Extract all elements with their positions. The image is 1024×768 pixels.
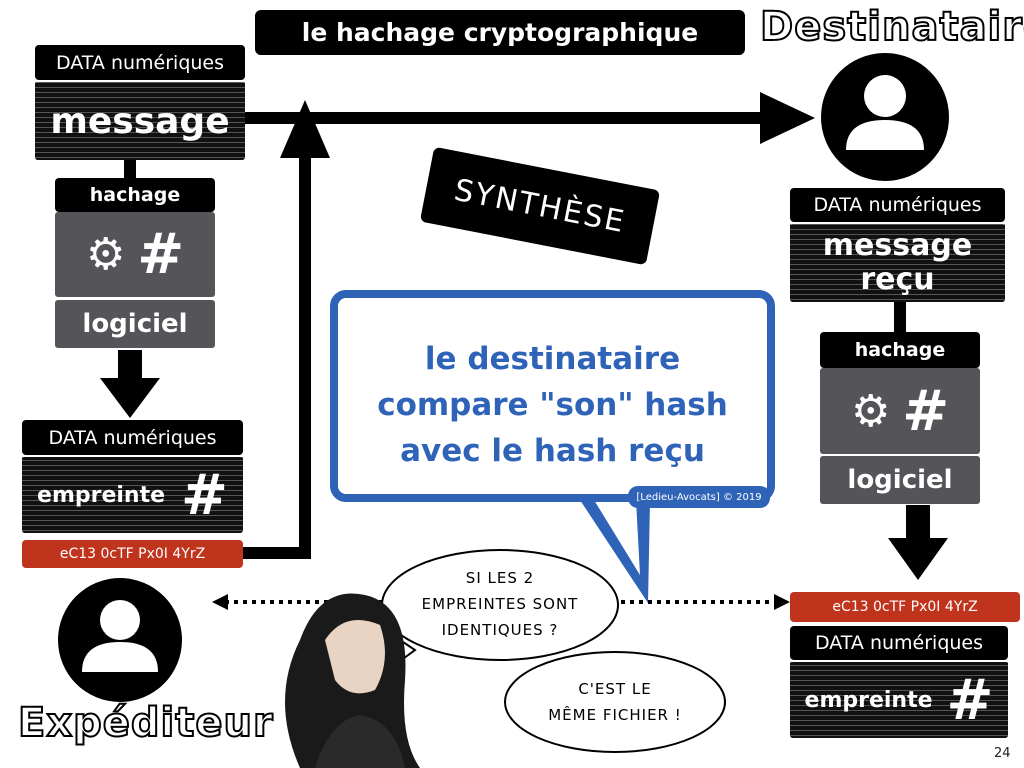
sender-software-label: logiciel: [55, 300, 215, 348]
speech-2-line: C'EST LE: [578, 680, 652, 698]
gears-icon: ⚙: [85, 229, 126, 280]
recipient-fingerprint-block: empreinte #: [790, 660, 1008, 738]
speech-2-line: MÊME FICHIER !: [548, 706, 682, 724]
recipient-hash-value: eC13 0cTF Px0I 4YrZ: [790, 592, 1020, 622]
page-title: le hachage cryptographique: [255, 10, 745, 55]
sender-data-header: DATA numériques: [35, 45, 245, 80]
recipient-data-header-2: DATA numériques: [790, 626, 1008, 660]
recipient-label: Destinataire: [759, 3, 1024, 51]
speech-bubble-2: C'EST LE MÊME FICHIER !: [515, 676, 715, 728]
down-arrow-left: [100, 378, 160, 418]
sender-message-block: message: [35, 80, 245, 160]
hash-icon: #: [181, 462, 228, 528]
speech-1-line: IDENTIQUES ?: [441, 621, 559, 639]
page-number: 24: [994, 746, 1011, 761]
message-label: message: [822, 228, 973, 263]
recipient-data-header: DATA numériques: [790, 188, 1005, 222]
hash-icon: #: [902, 378, 950, 444]
sender-data-header-2: DATA numériques: [22, 420, 243, 455]
sender-hash-box: ⚙ #: [55, 212, 215, 297]
copyright-credit: [Ledieu-Avocats] © 2019: [628, 486, 770, 508]
fingerprint-label: empreinte: [37, 482, 166, 508]
speech-1-line: EMPREINTES SONT: [421, 595, 579, 613]
callout-bubble: le destinataire compare "son" hash avec …: [330, 290, 775, 502]
sender-avatar-icon: [58, 578, 182, 702]
fingerprint-arrowhead: [280, 100, 330, 158]
gears-icon: ⚙: [850, 385, 891, 437]
sender-hash-value: eC13 0cTF Px0I 4YrZ: [22, 540, 243, 568]
sender-fingerprint-block: empreinte #: [22, 455, 243, 533]
hash-icon: #: [946, 667, 994, 733]
callout-line-1: le destinataire: [424, 341, 681, 377]
recipient-software-label: logiciel: [820, 456, 980, 504]
down-arrow-right: [888, 538, 948, 580]
recipient-hash-box: ⚙ #: [820, 368, 980, 454]
recipient-avatar-icon: [821, 53, 949, 181]
received-label: reçu: [860, 262, 935, 297]
speech-bubble-2-shape: [504, 651, 726, 753]
callout-line-2: compare "son" hash: [377, 387, 728, 423]
fingerprint-label: empreinte: [804, 687, 933, 713]
fingerprint-arrow-line: [243, 150, 311, 559]
recipient-message-block: message reçu: [790, 222, 1005, 302]
hash-icon: #: [137, 222, 185, 287]
sender-label: Expéditeur: [17, 699, 274, 747]
send-arrowhead: [760, 92, 815, 144]
character-illustration: [285, 593, 420, 768]
recipient-hash-header: hachage: [820, 332, 980, 368]
callout-line-3: avec le hash reçu: [400, 433, 705, 469]
speech-bubble-1: SI LES 2 EMPREINTES SONT IDENTIQUES ?: [390, 565, 610, 643]
sender-hash-header: hachage: [55, 178, 215, 212]
speech-1-line: SI LES 2: [465, 569, 535, 587]
